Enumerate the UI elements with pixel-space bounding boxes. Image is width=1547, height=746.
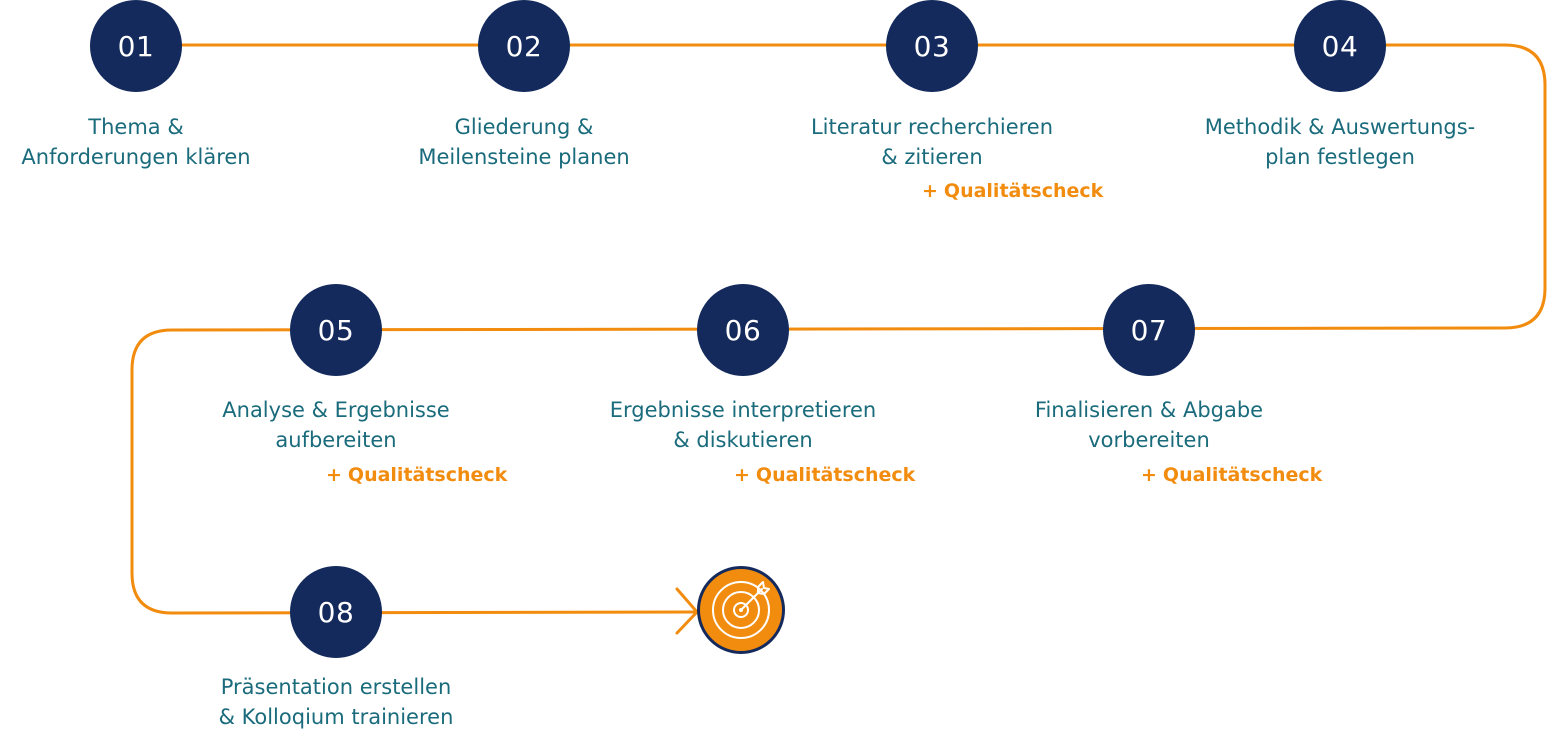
quality-plus: + xyxy=(326,464,342,486)
step-label-line: Anforderungen klären xyxy=(21,145,251,169)
step-label-08: Präsentation erstellen & Kolloqium train… xyxy=(176,672,496,732)
quality-plus: + xyxy=(1141,464,1157,486)
quality-check-05: +Qualitätscheck xyxy=(326,464,507,486)
step-label-07: Finalisieren & Abgabe vorbereiten xyxy=(989,395,1309,455)
step-label-01: Thema & Anforderungen klären xyxy=(0,112,296,172)
step-label-line: Thema & xyxy=(88,115,184,139)
step-label-line: & zitieren xyxy=(881,145,983,169)
goal-circle xyxy=(697,566,785,654)
step-circle-03: 03 xyxy=(886,0,978,92)
step-label-02: Gliederung & Meilensteine planen xyxy=(364,112,684,172)
step-label-line: Gliederung & xyxy=(454,115,594,139)
quality-plus: + xyxy=(922,180,938,202)
step-label-line: Präsentation erstellen xyxy=(220,675,452,699)
step-label-line: plan festlegen xyxy=(1265,145,1415,169)
quality-plus: + xyxy=(734,464,750,486)
step-circle-04: 04 xyxy=(1294,0,1386,92)
flow-line xyxy=(130,43,1547,615)
step-label-line: & Kolloqium trainieren xyxy=(218,705,454,729)
quality-label: Qualitätscheck xyxy=(943,180,1104,202)
step-label-04: Methodik & Auswertungs- plan festlegen xyxy=(1180,112,1500,172)
step-circle-05: 05 xyxy=(290,284,382,376)
step-label-line: Methodik & Auswertungs- xyxy=(1204,115,1476,139)
step-circle-08: 08 xyxy=(290,566,382,658)
step-label-line: Ergebnisse interpretieren xyxy=(609,398,877,422)
step-label-line: & diskutieren xyxy=(673,428,813,452)
step-label-05: Analyse & Ergebnisse aufbereiten xyxy=(176,395,496,455)
step-circle-07: 07 xyxy=(1103,284,1195,376)
step-circle-02: 02 xyxy=(478,0,570,92)
quality-label: Qualitätscheck xyxy=(755,464,916,486)
step-label-line: vorbereiten xyxy=(1088,428,1210,452)
step-circle-01: 01 xyxy=(90,0,182,92)
quality-check-06: +Qualitätscheck xyxy=(734,464,915,486)
target-arrow-icon xyxy=(712,581,770,639)
step-label-06: Ergebnisse interpretieren & diskutieren xyxy=(583,395,903,455)
step-label-line: Finalisieren & Abgabe xyxy=(1034,398,1264,422)
step-label-line: Analyse & Ergebnisse xyxy=(222,398,450,422)
quality-label: Qualitätscheck xyxy=(1162,464,1323,486)
quality-check-07: +Qualitätscheck xyxy=(1141,464,1322,486)
step-label-03: Literatur recherchieren & zitieren xyxy=(772,112,1092,172)
step-label-line: aufbereiten xyxy=(275,428,397,452)
step-label-line: Meilensteine planen xyxy=(418,145,630,169)
quality-check-03: +Qualitätscheck xyxy=(922,180,1103,202)
quality-label: Qualitätscheck xyxy=(347,464,508,486)
step-circle-06: 06 xyxy=(697,284,789,376)
step-label-line: Literatur recherchieren xyxy=(810,115,1054,139)
